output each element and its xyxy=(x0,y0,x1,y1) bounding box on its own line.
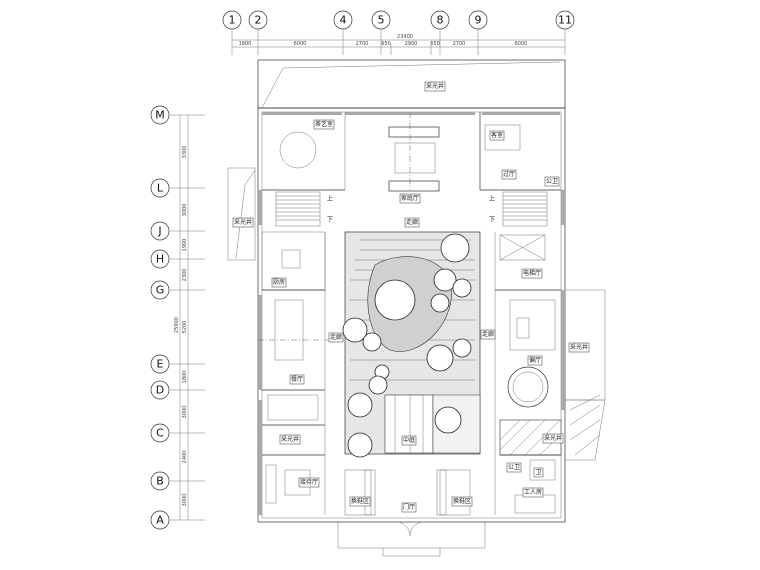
svg-text:2300: 2300 xyxy=(182,269,188,282)
label-toilet: 卫 xyxy=(535,469,541,476)
room-labels: 采光井 茶艺室 家庭厅 客室 过厅 公卫 走廊 采光井 厨房 走廊 餐厅 采光井… xyxy=(232,81,590,513)
svg-text:上: 上 xyxy=(327,195,333,203)
label-shoe-area-left: 换鞋区 xyxy=(351,497,369,505)
label-tea-room: 茶艺室 xyxy=(315,120,333,128)
label-bathroom-top: 公卫 xyxy=(546,178,558,185)
label-foyer: 门厅 xyxy=(403,503,415,511)
label-family-hall: 家庭厅 xyxy=(401,194,419,202)
column-axes: 1 2 4 5 8 9 11 xyxy=(222,10,575,55)
svg-text:G: G xyxy=(156,284,165,297)
svg-text:2: 2 xyxy=(255,14,262,27)
dim-seg: 1800 xyxy=(239,41,252,47)
axis-bubble-D: D xyxy=(150,380,205,400)
dim-seg: 6000 xyxy=(515,41,528,47)
axis-bubble-G: G xyxy=(150,280,205,300)
row-axes: M L J H G E D C B A xyxy=(150,105,205,530)
vertical-dimension-lines: 25900 3300 3000 1900 2300 5200 1800 3000… xyxy=(174,115,189,520)
svg-text:3300: 3300 xyxy=(182,146,188,159)
svg-text:J: J xyxy=(157,225,161,238)
svg-text:H: H xyxy=(156,253,164,266)
svg-text:下: 下 xyxy=(327,217,333,224)
label-reception: 接待厅 xyxy=(300,478,318,486)
dim-seg: 650 xyxy=(381,41,391,47)
axis-bubble-11: 11 xyxy=(555,10,575,55)
svg-text:下: 下 xyxy=(489,217,495,224)
axis-bubble-9: 9 xyxy=(468,10,488,55)
label-bathroom-bottom: 公卫 xyxy=(508,464,520,471)
svg-text:M: M xyxy=(155,109,165,122)
svg-text:11: 11 xyxy=(558,14,572,27)
svg-text:3000: 3000 xyxy=(182,204,188,217)
label-shoe-area-right: 换鞋区 xyxy=(453,497,471,505)
label-corridor-right: 走廊 xyxy=(482,330,494,338)
stair-right: 上 下 xyxy=(489,191,548,227)
svg-text:2400: 2400 xyxy=(182,451,188,464)
svg-text:4: 4 xyxy=(340,14,347,27)
axis-bubble-1: 1 xyxy=(222,10,242,55)
svg-text:A: A xyxy=(156,514,164,527)
svg-text:8: 8 xyxy=(437,14,444,27)
label-elevator-hall: 电梯厅 xyxy=(523,269,541,277)
label-light-well-lower-left: 采光井 xyxy=(281,435,299,443)
stair-left: 上 下 xyxy=(275,191,333,227)
dim-seg: 2700 xyxy=(453,41,466,47)
svg-text:9: 9 xyxy=(475,14,482,27)
svg-text:1800: 1800 xyxy=(182,371,188,384)
horizontal-dimension-lines: 23400 1800 6000 2700 650 2900 650 2700 6… xyxy=(232,34,565,55)
axis-bubble-8: 8 xyxy=(430,10,450,55)
axis-bubble-L: L xyxy=(150,178,205,198)
dim-seg: 6000 xyxy=(294,41,307,47)
dim-seg: 2700 xyxy=(356,41,369,47)
axis-bubble-4: 4 xyxy=(333,10,353,55)
svg-text:5200: 5200 xyxy=(182,321,188,334)
label-guest-room: 客室 xyxy=(491,131,503,139)
label-light-well-left: 采光井 xyxy=(234,218,252,226)
svg-text:3000: 3000 xyxy=(182,406,188,419)
label-light-well-top: 采光井 xyxy=(426,82,444,90)
building: 上 下 上 下 xyxy=(227,59,606,557)
svg-text:B: B xyxy=(156,475,164,488)
axis-bubble-5: 5 xyxy=(371,10,391,55)
courtyard-garden xyxy=(342,231,481,458)
svg-text:5: 5 xyxy=(378,14,385,27)
svg-text:3000: 3000 xyxy=(182,494,188,507)
svg-text:L: L xyxy=(157,182,164,195)
label-side-hall: 偏厅 xyxy=(529,356,541,364)
svg-text:1: 1 xyxy=(229,14,236,27)
svg-text:1900: 1900 xyxy=(182,239,188,252)
label-dining: 餐厅 xyxy=(291,375,303,383)
dim-seg: 650 xyxy=(430,41,440,47)
axis-bubble-B: B xyxy=(150,471,205,491)
svg-text:C: C xyxy=(156,427,164,440)
dim-seg: 2900 xyxy=(405,41,418,47)
dim-total: 23400 xyxy=(397,34,413,40)
label-kitchen: 厨房 xyxy=(273,278,285,286)
label-passage-hall: 过厅 xyxy=(503,170,515,178)
label-courtyard: 中庭 xyxy=(403,436,415,444)
axis-bubble-E: E xyxy=(150,354,205,374)
label-corridor-top: 走廊 xyxy=(406,218,418,226)
axis-bubble-C: C xyxy=(150,423,205,443)
axis-bubble-J: J xyxy=(150,221,205,241)
label-corridor-left: 走廊 xyxy=(330,333,342,341)
axis-bubble-H: H xyxy=(150,249,205,269)
svg-text:上: 上 xyxy=(489,195,495,203)
label-light-well-lower-right: 采光井 xyxy=(544,434,562,442)
svg-text:E: E xyxy=(157,358,164,371)
svg-text:25900: 25900 xyxy=(174,317,180,333)
axis-bubble-2: 2 xyxy=(248,10,268,55)
axis-bubble-A: A xyxy=(150,510,205,530)
svg-text:D: D xyxy=(156,384,164,397)
axis-bubble-M: M xyxy=(150,105,205,125)
label-worker-room: 工人房 xyxy=(524,488,542,496)
label-light-well-right: 采光井 xyxy=(570,343,588,351)
